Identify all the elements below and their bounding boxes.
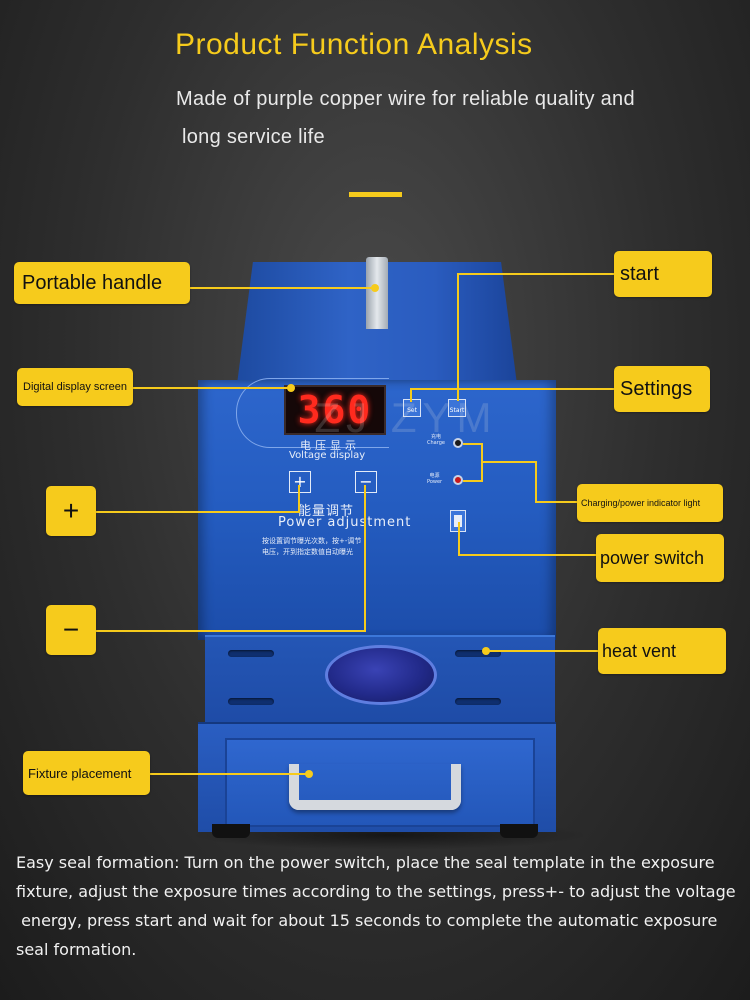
charge-label: 充电 Charge	[427, 434, 445, 446]
charge-indicator-light	[453, 438, 463, 448]
exposure-window	[325, 645, 437, 705]
leader-line-plus-vertical	[298, 485, 300, 513]
usage-description: Easy seal formation: Turn on the power s…	[16, 848, 741, 964]
voltage-label-cn: 电压显示	[300, 439, 360, 452]
callout-settings: Settings	[614, 366, 710, 412]
leader-line-charge-down	[535, 461, 537, 503]
charge-label-cn: 充电	[430, 434, 441, 440]
subtitle-line-2: long service life	[182, 126, 325, 148]
instruction-cn-2: 电压，开到指定数值自动曝光	[262, 548, 353, 556]
leader-line-minus	[96, 630, 366, 632]
description-line-4: seal formation.	[16, 940, 137, 959]
drawer-handle	[289, 764, 461, 810]
leader-line-charge-b	[463, 480, 483, 482]
description-line-1: Easy seal formation: Turn on the power s…	[16, 853, 715, 872]
foot-right	[500, 824, 538, 838]
callout-power-switch: power switch	[596, 534, 724, 582]
leader-dot-handle	[371, 284, 379, 292]
leader-line-charge-mid	[481, 461, 537, 463]
callout-charging-indicator: Charging/power indicator light	[577, 484, 723, 522]
power-label: 电源 Power	[427, 473, 442, 485]
callout-plus: +	[46, 486, 96, 536]
accent-bar	[349, 192, 402, 197]
subtitle-line-1: Made of purple copper wire for reliable …	[176, 88, 635, 110]
leader-dot-vent	[482, 647, 490, 655]
page-title: Product Function Analysis	[175, 28, 533, 61]
plus-key: +	[289, 471, 311, 493]
callout-start: start	[614, 251, 712, 297]
settings-key: Set	[403, 399, 421, 417]
power-indicator-light	[453, 475, 463, 485]
callout-minus: −	[46, 605, 96, 655]
leader-line-handle	[190, 287, 374, 289]
leader-line-plus	[96, 511, 300, 513]
leader-dot-display	[287, 384, 295, 392]
instruction-cn-1: 按设置调节曝光次数，按+-调节	[262, 537, 362, 545]
foot-left	[212, 824, 250, 838]
description-line-3: energy, press start and wait for about 1…	[16, 911, 718, 930]
callout-heat-vent: heat vent	[598, 628, 726, 674]
heat-vent-slot	[455, 698, 501, 705]
voltage-label-en: Voltage display	[289, 450, 366, 461]
leader-line-switch	[458, 554, 596, 556]
minus-key: −	[355, 471, 377, 493]
heat-vent-slot	[228, 650, 274, 657]
leader-line-vent	[486, 650, 598, 652]
digital-display-screen: 360	[284, 385, 386, 435]
leader-line-display	[133, 387, 290, 389]
callout-fixture-placement: Fixture placement	[23, 751, 150, 795]
description-line-2: fixture, adjust the exposure times accor…	[16, 882, 736, 901]
leader-line-fixture	[150, 773, 308, 775]
leader-dot-fixture	[305, 770, 313, 778]
charge-label-en: Charge	[427, 440, 445, 446]
heat-vent-slot	[228, 698, 274, 705]
leader-line-charge-end	[535, 501, 577, 503]
heat-vent-slot	[455, 650, 501, 657]
power-adjust-label-cn: 能量调节	[298, 504, 355, 519]
power-adjust-label-en: Power adjustment	[278, 515, 412, 530]
leader-line-minus-vertical	[364, 485, 366, 632]
leader-line-settings	[411, 388, 614, 390]
leader-line-start	[458, 273, 614, 275]
leader-line-start-vertical	[457, 273, 459, 401]
fixture-drawer	[225, 738, 535, 827]
callout-digital-display: Digital display screen	[17, 368, 133, 406]
leader-line-switch-vertical	[458, 522, 460, 556]
start-key: Start	[448, 399, 466, 417]
callout-portable-handle: Portable handle	[14, 262, 190, 304]
portable-handle	[366, 257, 388, 329]
subtitle: Made of purple copper wire for reliable …	[176, 80, 736, 156]
leader-line-charge-a	[463, 443, 483, 445]
power-label-cn: 电源	[429, 473, 440, 479]
power-label-en: Power	[427, 479, 443, 485]
display-panel-outline	[236, 378, 389, 448]
leader-line-settings-vertical	[410, 388, 412, 402]
